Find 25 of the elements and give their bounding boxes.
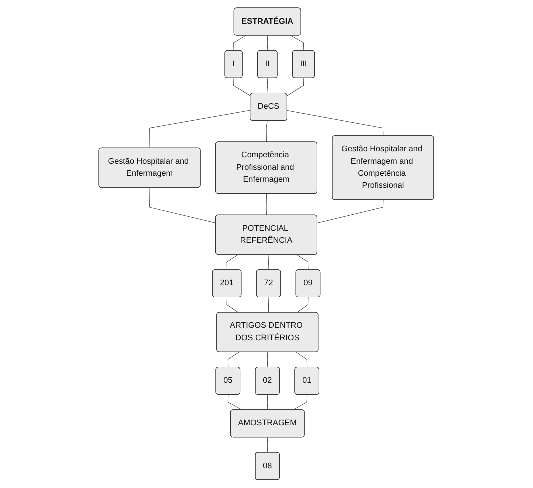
connector (267, 352, 268, 368)
connector (228, 394, 243, 410)
connector (267, 35, 268, 52)
connector (290, 35, 304, 52)
connector (150, 110, 251, 149)
connector (267, 78, 269, 94)
connector (296, 297, 309, 313)
connector (293, 394, 308, 410)
connector (234, 35, 246, 52)
connector (150, 188, 216, 224)
connector (268, 254, 270, 270)
connector (266, 194, 267, 216)
connector (226, 297, 239, 313)
connector (266, 120, 268, 143)
connector (296, 254, 309, 270)
connector (287, 78, 304, 96)
connector (287, 110, 384, 136)
connector (226, 254, 238, 270)
connector (228, 352, 240, 368)
connector (234, 78, 251, 96)
connector (267, 437, 268, 454)
connector (317, 200, 384, 224)
connector (267, 394, 268, 410)
connector (268, 297, 270, 313)
connector (296, 352, 308, 368)
